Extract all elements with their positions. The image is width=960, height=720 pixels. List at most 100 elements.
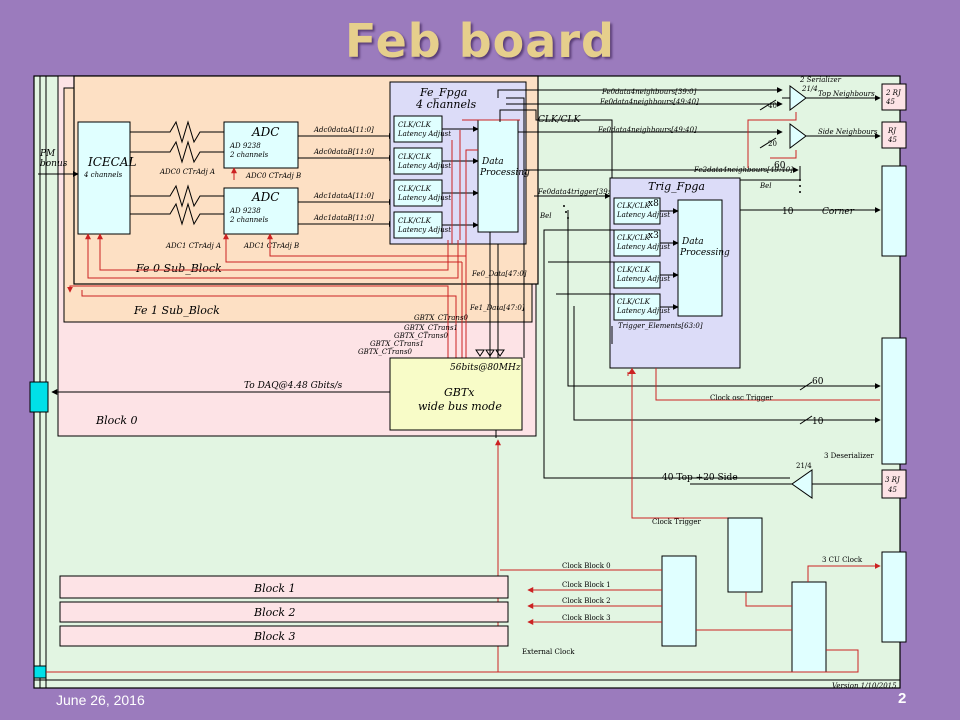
clock-select-chip	[791, 581, 827, 673]
rj45-bottom	[881, 469, 907, 499]
n10-b: 10	[812, 417, 824, 427]
external-clock-label: External Clock	[522, 648, 575, 656]
gbtx-input-arrows	[475, 349, 505, 357]
trig-elements: Trigger_Elements[63:0]	[618, 322, 703, 330]
trig-x8: x8	[648, 199, 659, 209]
icecal-sub: 4 channels	[83, 171, 123, 179]
fe-unit3-l2: Latency Adjust	[397, 226, 451, 234]
gbtx-ctrl-4: GBTX_CTrans0	[358, 348, 413, 356]
fe-unit1-l1: CLK/CLK	[398, 153, 432, 161]
slide-title: Feb board	[345, 14, 615, 68]
trig-unit1-l1: CLK/CLK	[617, 234, 651, 242]
trig-unit3-l2: Latency Adjust	[616, 307, 670, 315]
fe-unit2-l1: CLK/CLK	[398, 185, 432, 193]
rj-top-l1: 2 RJ	[885, 89, 902, 97]
icecal-name: ICECAL	[87, 155, 137, 169]
trig-unit2-l1: CLK/CLK	[617, 266, 651, 274]
clock-osc-label: Clock osc Trigger	[710, 394, 774, 402]
clock-trigger-chip	[727, 517, 763, 593]
n20-label: 20	[768, 140, 777, 148]
fe-fpga-name: Fe_Fpga	[419, 86, 467, 99]
block2	[59, 601, 509, 623]
adc-data-0: Adc0dataA[11:0]	[313, 126, 374, 134]
adc0-name: ADC	[251, 125, 279, 139]
trig-data-processing	[677, 199, 723, 317]
trig-unit0-l1: CLK/CLK	[617, 202, 651, 210]
n60-a: 60	[774, 161, 786, 171]
side-neighbours: Side Neighbours	[818, 128, 878, 136]
adc0-ctrl-a: ADC0 CTrAdj A	[159, 168, 215, 176]
clk-label: CLK/CLK	[538, 115, 581, 125]
gbtx-name: GBTx	[444, 386, 475, 399]
gbtx-ctrl-0: GBTX_CTrans0	[414, 314, 469, 322]
fe0-neigh-2: Fe0data4neighbours[49:40]	[597, 126, 697, 134]
fe2-neigh-3: Fe2data4neighbours[49:40]	[693, 166, 793, 174]
trig-proc-l1: Data	[681, 237, 704, 247]
gbtx-ctrl-3: GBTX_CTrans1	[370, 340, 424, 348]
fe-unit0-l2: Latency Adjust	[397, 130, 451, 138]
adc0-line1: AD 9238	[229, 142, 261, 150]
fe-unit2-l2: Latency Adjust	[397, 194, 451, 202]
serializer-red	[747, 112, 797, 168]
fe-unit1-l2: Latency Adjust	[397, 162, 451, 170]
fe1-sub-block-label: Fe 1 Sub_Block	[133, 304, 220, 317]
adc-data-3: Adc1dataB[11:0]	[313, 214, 374, 222]
fe-unit0-l1: CLK/CLK	[398, 121, 432, 129]
trig-x3: x3	[648, 231, 659, 241]
n10-a: 10	[782, 207, 794, 217]
adc0-ctrl-b: ADC0 CTrAdj B	[245, 172, 301, 180]
trig-proc-l2: Processing	[679, 248, 730, 258]
page-number: 2	[898, 690, 907, 707]
clock-trigger-label: Clock Trigger	[652, 518, 702, 526]
pm-label: PM	[39, 149, 56, 159]
block3	[59, 625, 509, 647]
fe0-trigger: Fe0data4trigger[39:0]	[537, 188, 617, 196]
gbtx-mode: wide bus mode	[418, 400, 502, 413]
clock-block-lines	[500, 569, 662, 625]
block0-label: Block 0	[95, 414, 138, 427]
adc-data-2: Adc1dataA[11:0]	[313, 192, 374, 200]
bonus-label: bonus	[40, 159, 68, 169]
fe-red-ctrl	[67, 119, 520, 358]
right-connector-3	[881, 551, 907, 643]
fe-proc-l2: Processing	[479, 168, 530, 178]
fe0-neigh-0: Fe0data4neighbours[39:0]	[601, 88, 697, 96]
adc0-chip	[223, 121, 299, 169]
clock-block-2: Clock Block 2	[562, 597, 611, 605]
adc1-line1: AD 9238	[229, 207, 261, 215]
block2-label: Block 2	[253, 606, 296, 619]
bel-top: Bel	[759, 182, 772, 190]
version-label: Version 1/10/2015	[832, 682, 897, 690]
trig-unit1-l2: Latency Adjust	[616, 243, 670, 251]
fe-fpga-sub: 4 channels	[415, 98, 476, 111]
right-connector-2	[881, 337, 907, 465]
serializer-label: 2 Serializer	[799, 76, 842, 84]
adc1-ctrl-a: ADC1 CTrAdj A	[165, 242, 221, 250]
trig-units	[613, 197, 661, 321]
gbtx-rate: 56bits@80MHz	[450, 363, 521, 373]
fe-proc-l1: Data	[481, 157, 504, 167]
adc1-line2: 2 channels	[229, 216, 269, 224]
fe1-data-bus: Fe1_Data[47:0]	[469, 304, 525, 312]
rj-bottom-l1: 3 RJ	[885, 476, 901, 484]
fe-fpga-units	[393, 115, 443, 239]
serializer-side	[789, 123, 807, 149]
clock-block-1: Clock Block 1	[562, 581, 611, 589]
deserializer-label: 3 Deserializer	[824, 452, 874, 460]
top-side-label: 40 Top +20 Side	[662, 473, 738, 483]
n40-label: 40	[768, 102, 777, 110]
fe-unit3-l1: CLK/CLK	[398, 217, 432, 225]
adc0-line2: 2 channels	[229, 151, 269, 159]
adc1-ctrl-b: ADC1 CTrAdj B	[243, 242, 299, 250]
bel-left: Bel	[539, 212, 552, 220]
adc1-chip	[223, 187, 299, 235]
rj45-side	[881, 121, 907, 149]
external-clock-connector	[33, 665, 47, 679]
trig-unit0-l2: Latency Adjust	[616, 211, 670, 219]
footer-date: June 26, 2016	[56, 692, 145, 708]
fe0-neigh-1: Fe0data4neighbours[49:40]	[599, 98, 699, 106]
top-neighbours: Top Neighbours	[818, 90, 875, 98]
adc-data-1: Adc0dataB[11:0]	[313, 148, 374, 156]
deserializer-ratio: 21/4	[796, 462, 812, 470]
